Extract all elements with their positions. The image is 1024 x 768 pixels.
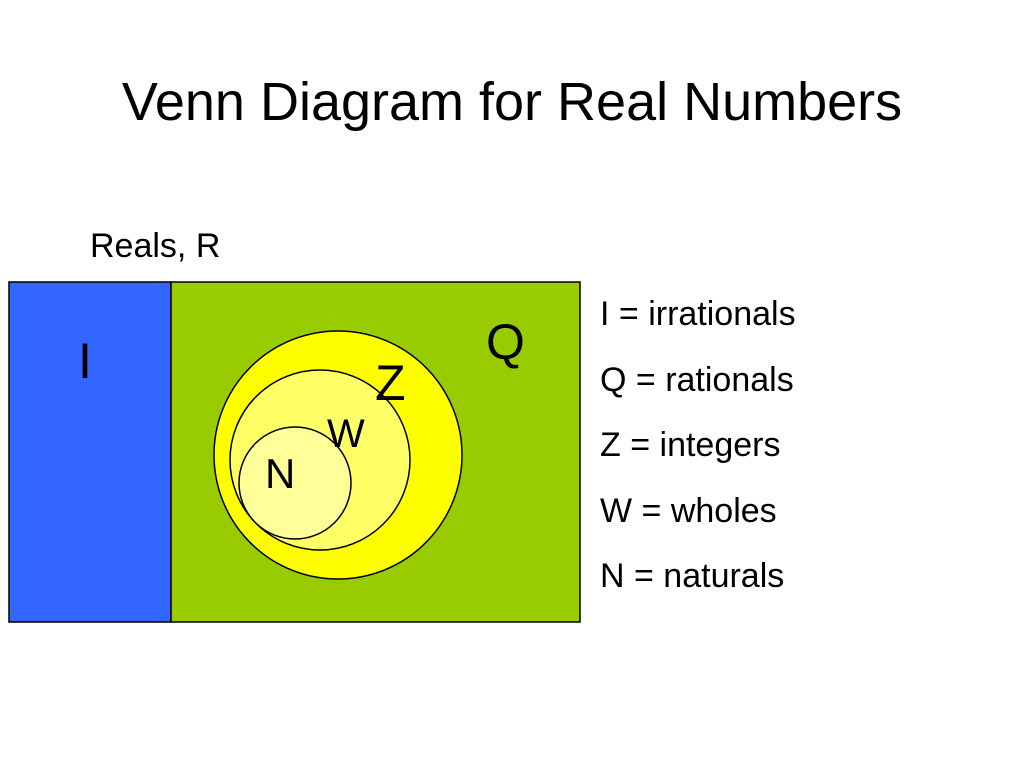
legend-item-rationals: Q = rationals bbox=[600, 360, 794, 399]
legend-item-wholes: W = wholes bbox=[600, 491, 777, 530]
naturals-circle bbox=[238, 426, 352, 540]
universe-label: Reals, R bbox=[90, 227, 221, 265]
naturals-label: N bbox=[265, 450, 295, 497]
legend: I = irrationals Q = rationals Z = intege… bbox=[600, 282, 796, 610]
irrationals-label: I bbox=[78, 333, 92, 389]
legend-item-integers: Z = integers bbox=[600, 426, 781, 464]
wholes-label: W bbox=[327, 412, 365, 456]
rationals-label: Q bbox=[486, 314, 525, 370]
slide-title: Venn Diagram for Real Numbers bbox=[121, 72, 903, 132]
legend-item-irrationals: I = irrationals bbox=[600, 295, 796, 333]
irrationals-region bbox=[8, 281, 172, 623]
legend-item-naturals: N = naturals bbox=[600, 557, 785, 595]
integers-label: Z bbox=[375, 355, 406, 411]
